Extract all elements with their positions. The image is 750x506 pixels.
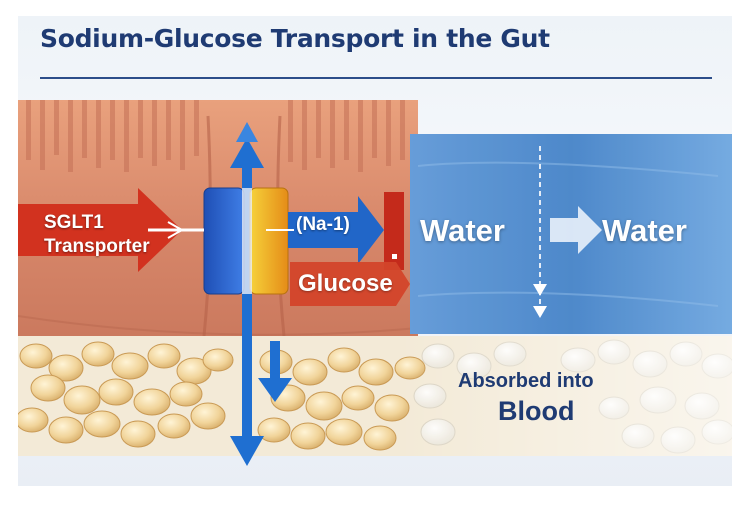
water-label-right: Water: [602, 213, 687, 249]
sglt1-label-line2: Transporter: [44, 235, 150, 259]
granule-layer: [18, 336, 732, 456]
sglt1-transporter: [204, 188, 288, 294]
sglt1-label-line1: SGLT1: [44, 211, 150, 235]
blood-label: Blood: [498, 396, 574, 427]
absorbed-label: Absorbed into: [458, 370, 594, 393]
sodium-label: (Na-1): [296, 214, 350, 236]
sglt1-label: SGLT1 Transporter: [44, 211, 150, 259]
water-label-left: Water: [420, 213, 505, 249]
red-marker: [384, 192, 404, 270]
glucose-label: Glucose: [298, 270, 393, 298]
